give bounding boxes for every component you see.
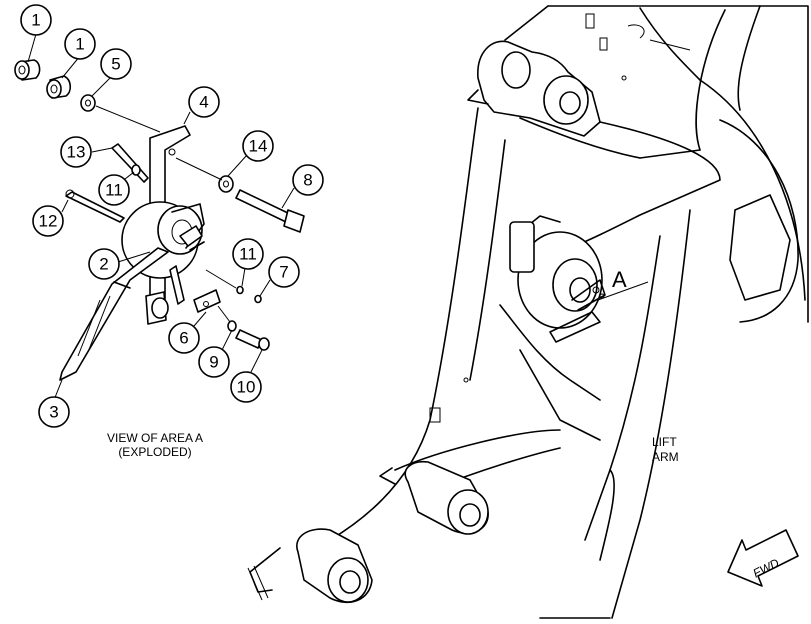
svg-text:14: 14 (249, 137, 268, 156)
callout-13-screw: 13 (60, 136, 92, 168)
callout-5-washer: 5 (100, 48, 132, 80)
view-label-line2: (EXPLODED) (118, 445, 191, 459)
fwd-arrow-icon (727, 529, 799, 587)
view-label-line1: VIEW OF AREA A (107, 431, 203, 445)
svg-text:1: 1 (75, 35, 84, 54)
callout-4-bracket: 4 (188, 86, 220, 118)
svg-text:4: 4 (199, 93, 208, 112)
machine-lift-arm-view: A LIFT ARM FWD (247, 5, 809, 619)
svg-text:1: 1 (31, 11, 40, 30)
callout-3-lever: 3 (38, 396, 70, 428)
callout-7-nut: 7 (268, 256, 300, 288)
callout-10-bolt: 10 (230, 371, 262, 403)
lift-arm-label-line1: LIFT (652, 435, 677, 449)
callout-14-washer: 14 (242, 130, 274, 162)
callout-11-nut-upper: 11 (98, 174, 130, 206)
svg-text:11: 11 (239, 245, 257, 264)
svg-text:5: 5 (111, 55, 120, 74)
svg-text:13: 13 (67, 143, 86, 162)
svg-text:2: 2 (99, 255, 108, 274)
callout-1-bushing-a: 1 (20, 4, 52, 36)
svg-text:9: 9 (209, 353, 218, 372)
svg-text:12: 12 (39, 212, 58, 231)
svg-text:11: 11 (105, 181, 123, 200)
svg-text:3: 3 (49, 403, 58, 422)
exploded-view-area-a: 1 1 5 4 13 14 11 8 12 2 11 7 6 9 10 3 VI… (14, 4, 324, 459)
svg-text:6: 6 (179, 329, 188, 348)
callout-8-bolt: 8 (292, 164, 324, 196)
svg-text:7: 7 (279, 263, 288, 282)
callout-11-nut-lower: 11 (232, 238, 264, 270)
svg-text:8: 8 (303, 171, 312, 190)
callout-6-bracket: 6 (168, 322, 200, 354)
lift-arm-label-line2: ARM (652, 450, 679, 464)
callout-1-bushing-b: 1 (64, 28, 96, 60)
svg-text:10: 10 (237, 378, 256, 397)
callout-2-sensor: 2 (88, 248, 120, 280)
area-a-label: A (612, 267, 627, 292)
callout-12-screw: 12 (32, 205, 64, 237)
callout-9-washer: 9 (198, 346, 230, 378)
